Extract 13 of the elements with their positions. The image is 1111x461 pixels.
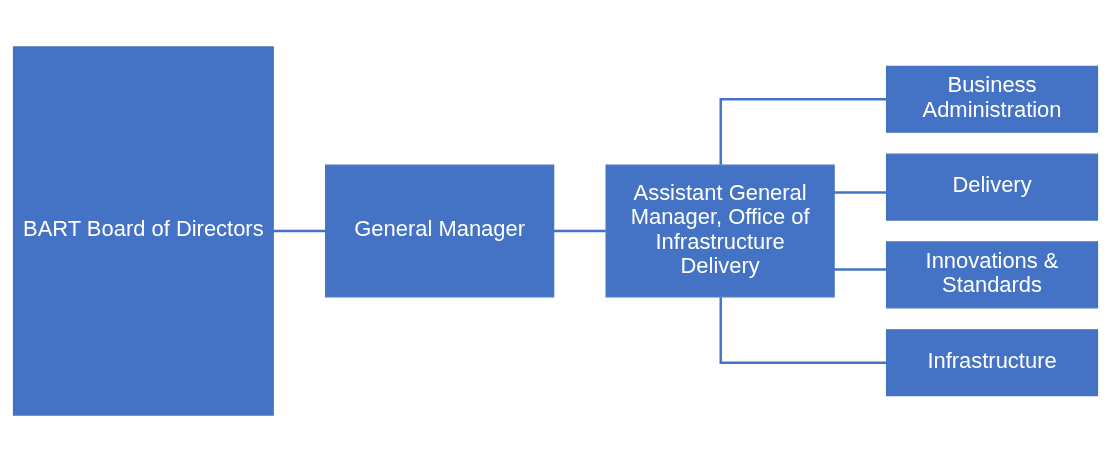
node-box: Business Administration (885, 65, 1099, 133)
connector (719, 296, 887, 364)
connector (834, 267, 887, 271)
connector (719, 97, 887, 165)
node-box: BART Board of Directors (12, 45, 274, 416)
node-box: General Manager (325, 164, 555, 297)
node-box: Innovations & Standards (885, 240, 1099, 308)
connector (553, 229, 606, 232)
node-box: Infrastructure (885, 328, 1099, 396)
node-box: Assistant General Manager, Office of Infrastructure Delivery (605, 164, 835, 297)
node-box: Delivery (885, 153, 1099, 221)
connector (834, 190, 887, 194)
connector (273, 229, 326, 232)
